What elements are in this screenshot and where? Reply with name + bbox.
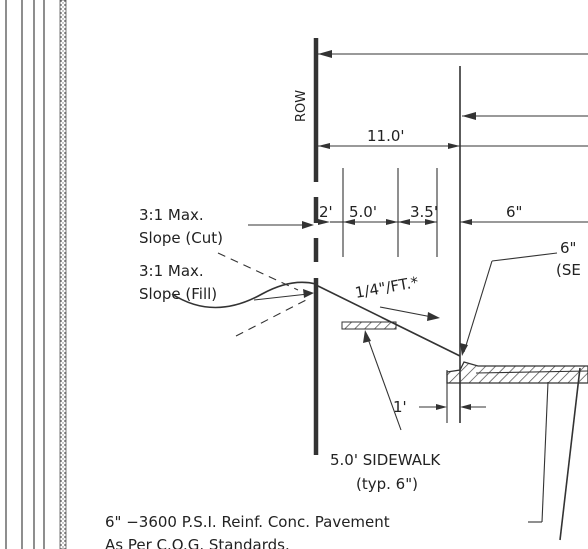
sidewalk-label-1: 5.0' SIDEWALK xyxy=(330,451,441,469)
slope-cut-leader xyxy=(248,221,314,229)
curb-pavement-section xyxy=(446,361,588,541)
top-dimension-lines xyxy=(318,50,588,147)
dim-1-group xyxy=(419,404,486,410)
sidewalk-extension-lines xyxy=(342,168,438,257)
pavement-leader xyxy=(528,381,549,523)
cross-slope-arrow xyxy=(379,306,440,321)
dim-5-label: 5.0' xyxy=(349,203,377,221)
row-label: ROW xyxy=(294,90,309,122)
dim-11-label: 11.0' xyxy=(367,127,405,145)
dim-row-222 xyxy=(318,219,588,225)
cross-slope-label: 1/4"/FT.* xyxy=(354,273,421,302)
slope-fill-label-1: 3:1 Max. xyxy=(139,262,204,280)
sidewalk-leader xyxy=(363,330,402,431)
sheet-border xyxy=(5,0,67,549)
sidewalk-surface xyxy=(315,284,461,357)
dim-2-label: 2' xyxy=(319,203,333,221)
ground-line xyxy=(171,281,317,309)
slope-fill-leader xyxy=(253,289,314,301)
dim-3-5-label: 3.5' xyxy=(410,203,438,221)
dim-1-label: 1' xyxy=(393,398,407,416)
slope-cut-label-1: 3:1 Max. xyxy=(139,206,204,224)
pavement-label-2: As Per C.O.G. Standards. xyxy=(105,536,290,549)
sidewalk-label-2: (typ. 6") xyxy=(356,475,418,493)
curb-leader xyxy=(460,252,558,356)
dim-11-group xyxy=(318,143,460,149)
curb-6-label: 6" xyxy=(560,239,576,257)
dashed-slope-lines xyxy=(217,252,311,337)
pavement-label-1: 6" −3600 P.S.I. Reinf. Conc. Pavement xyxy=(105,513,390,531)
sidewalk-slab xyxy=(341,321,397,330)
dim-6in-label: 6" xyxy=(506,203,522,221)
slope-fill-label-2: Slope (Fill) xyxy=(139,285,217,303)
curb-se-label: (SE xyxy=(556,261,581,279)
slope-cut-label-2: Slope (Cut) xyxy=(139,229,223,247)
